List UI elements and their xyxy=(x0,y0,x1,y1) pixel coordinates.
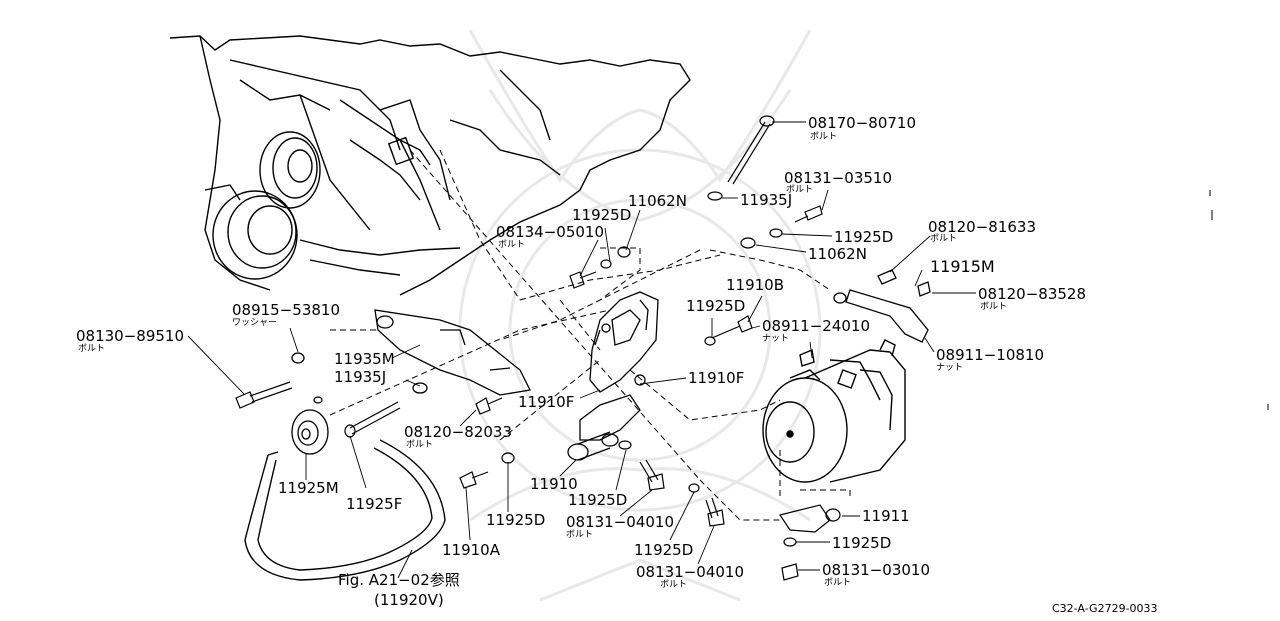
bolt-08131-04010-a xyxy=(618,440,665,491)
bolt-08131-03510 xyxy=(794,205,823,223)
label-08911-24010: 08911−24010 xyxy=(762,317,871,335)
label-11925D-d: 11925D xyxy=(568,491,628,509)
label-08120-82033: 08120−82033 xyxy=(404,423,513,441)
edge-marks xyxy=(1209,190,1269,410)
bracket-11911 xyxy=(779,504,841,581)
assembly-leader-lines xyxy=(329,149,851,521)
label-11910B: 11910B xyxy=(726,276,785,294)
sublabel-bolt: ボルト xyxy=(824,578,852,588)
sublabel-bolt: ボルト xyxy=(566,530,594,540)
label-08131-04010-b: 08131−04010 xyxy=(636,563,745,581)
label-08120-81633: 08120−81633 xyxy=(928,218,1037,236)
bolt-08130-89510 xyxy=(235,381,293,409)
label-11910A: 11910A xyxy=(442,541,500,559)
engine-block xyxy=(169,35,691,296)
bolt-08120-82033 xyxy=(475,397,503,415)
label-11925D-g: 11925D xyxy=(832,534,892,552)
label-11925D-c: 11925D xyxy=(686,297,746,315)
label-11062N-b: 11062N xyxy=(808,245,867,263)
label-08911-10810: 08911−10810 xyxy=(936,346,1045,364)
drive-belt-11920V xyxy=(244,439,446,581)
sublabel-bolt: ボルト xyxy=(786,185,814,195)
sublabel-bolt: ボルト xyxy=(406,440,434,450)
label-11935J-b: 11935J xyxy=(334,368,387,386)
sublabel-bolt: ボルト xyxy=(930,234,958,244)
washer-11925D-upper xyxy=(740,228,783,249)
label-11925D-e: 11925D xyxy=(486,511,546,529)
sublabel-bolt: ボルト xyxy=(810,132,838,142)
washer-11935J-top xyxy=(707,191,723,201)
label-08170-80710: 08170−80710 xyxy=(808,114,917,132)
label-11910F-b: 11910F xyxy=(518,393,575,411)
label-11925D-b: 11925D xyxy=(834,228,894,246)
sublabel-nut: ナット xyxy=(936,363,964,373)
label-08915-53810: 08915−53810 xyxy=(232,301,341,319)
bolt-08134-05010 xyxy=(569,246,631,289)
label-11925F: 11925F xyxy=(346,495,403,513)
label-11935M: 11935M xyxy=(334,350,395,368)
label-fig-reference: Fig. A21−02参照 xyxy=(338,571,460,589)
diagram-reference-code: C32-A-G2729-0033 xyxy=(1052,602,1158,615)
label-08130-89510: 08130−89510 xyxy=(76,327,185,345)
sublabel-bolt: ボルト xyxy=(78,344,106,354)
label-11915M: 11915M xyxy=(930,257,995,276)
label-11925D-f: 11925D xyxy=(634,541,694,559)
label-11925D-a: 11925D xyxy=(572,206,632,224)
bracket-11935M xyxy=(291,309,531,396)
label-leaders xyxy=(187,121,976,579)
label-08131-03510: 08131−03510 xyxy=(784,169,893,187)
sublabel-washer: ワッシャー xyxy=(232,318,278,328)
bolt-08170-80710 xyxy=(727,115,775,185)
label-08134-05010: 08134−05010 xyxy=(496,223,605,241)
ac-compressor xyxy=(762,339,906,483)
sublabel-bolt: ボルト xyxy=(660,580,688,590)
label-11935J-top: 11935J xyxy=(740,191,793,209)
label-11910F-a: 11910F xyxy=(688,369,745,387)
bracket-11915M xyxy=(833,269,931,343)
sublabel-bolt: ボルト xyxy=(980,302,1008,312)
bracket-assembly-center xyxy=(567,291,659,461)
label-11925M: 11925M xyxy=(278,479,339,497)
label-belt-part: (11920V) xyxy=(374,591,444,609)
sublabel-nut: ナット xyxy=(762,334,790,344)
label-08131-04010-a: 08131−04010 xyxy=(566,513,675,531)
label-11062N-top: 11062N xyxy=(628,192,687,210)
label-11911: 11911 xyxy=(862,507,910,525)
bolt-11910A xyxy=(459,452,515,489)
label-11910: 11910 xyxy=(530,475,578,493)
idler-pulley-11925M xyxy=(291,396,329,455)
sublabel-bolt: ボルト xyxy=(498,240,526,250)
label-08120-83528: 08120−83528 xyxy=(978,285,1087,303)
label-08131-03010: 08131−03010 xyxy=(822,561,931,579)
pulley-bolt-11925F xyxy=(344,401,401,438)
